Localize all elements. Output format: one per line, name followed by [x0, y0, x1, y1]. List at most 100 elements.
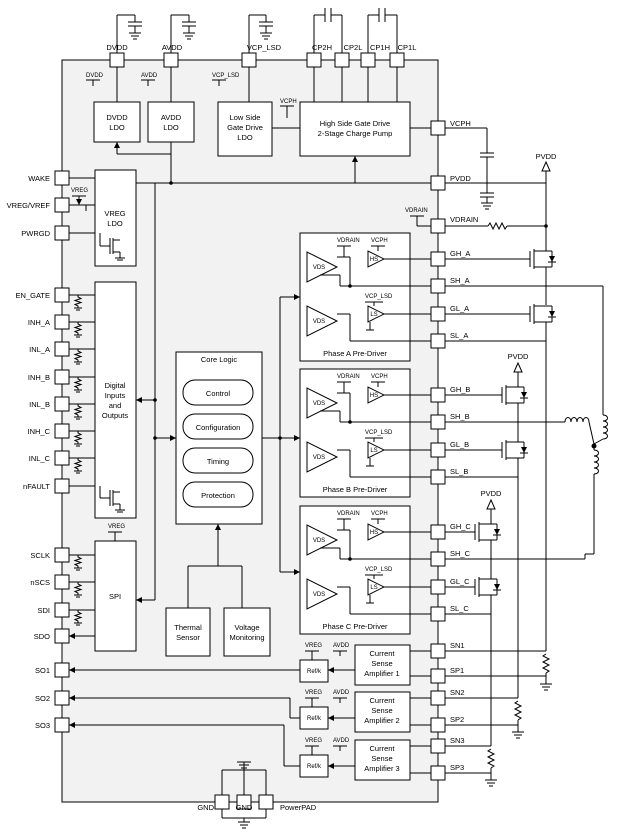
avdd-ldo-line1: AVDD — [161, 113, 182, 122]
pin-inl-a: INL_A — [29, 341, 95, 365]
dvdd-small-label: DVDD — [86, 73, 104, 79]
phase-b-vds-ls-label: VDS — [313, 455, 325, 461]
pin-inh-b: INH_B — [28, 369, 95, 393]
ls-ldo-block: VCP_LSD Low Side Gate Drive LDO — [212, 67, 273, 157]
csa3-line3: Amplifier 3 — [364, 764, 399, 773]
phase-b-predriver: Phase B Pre-Driver VDRAIN VCPH VDS HS VC… — [299, 368, 431, 498]
pvdd-arrow-c — [486, 498, 496, 510]
pin-inh-c: INH_C — [27, 423, 95, 447]
phase-b-vcp-lsd-label: VCP_LSD — [365, 430, 393, 436]
vreg-ldo-line2: LDO — [107, 219, 123, 228]
left-pin-label-so3: SO3 — [35, 721, 50, 730]
phase-a-ls-label: LS — [370, 312, 377, 318]
protection-label: Protection — [201, 491, 235, 500]
csa1-line2: Sense — [371, 659, 392, 668]
top-pin-label-cp2l: CP2L — [344, 43, 363, 52]
csa-2: VREG AVDD Ref/k Current Sense Amplifier … — [299, 690, 431, 733]
pin-pvdd: PVDD — [430, 174, 471, 191]
avdd-small-label: AVDD — [141, 73, 158, 79]
pin-sdi: SDI — [37, 602, 95, 626]
left-pin-label-sdo: SDO — [34, 632, 50, 641]
phase-c-ls-label: LS — [370, 585, 377, 591]
right-pin-label-gh-c: GH_C — [450, 522, 471, 531]
csa1-line1: Current — [369, 649, 395, 658]
supply-bus — [114, 142, 431, 185]
csa3-line2: Sense — [371, 754, 392, 763]
pin-nfault: nFAULT — [23, 478, 95, 494]
csa2-line1: Current — [369, 696, 395, 705]
left-pin-label-vreg-vref: VREG/VREF — [7, 201, 51, 210]
avdd-ldo-line2: LDO — [163, 123, 179, 132]
dvdd-ldo-line2: LDO — [109, 123, 125, 132]
ls-ldo-line3: LDO — [237, 133, 253, 142]
phase-a-vds-hs-label: VDS — [313, 265, 325, 271]
pin-inl-c: INL_C — [29, 450, 95, 474]
ls-ldo-line1: Low Side — [230, 113, 261, 122]
pvdd-ext-label-a: PVDD — [536, 152, 557, 161]
csa2-refk-label: Ref/k — [307, 716, 322, 722]
spi-block: VREG SPI — [94, 524, 137, 652]
phase-a-hs-label: HS — [370, 257, 378, 263]
vreg-ldo-block: VREG LDO — [94, 169, 137, 267]
pin-so2: SO2 — [35, 690, 300, 719]
voltage-monitoring-block: Voltage Monitoring — [223, 607, 271, 657]
pin-sl-a: SL_A — [430, 331, 468, 349]
left-pin-label-nfault: nFAULT — [23, 482, 50, 491]
control-block — [182, 379, 254, 406]
phase-c-hs-buffer — [367, 523, 386, 541]
right-pin-label-vcph: VCPH — [450, 119, 471, 128]
right-pins: VCPH PVDD VDRAIN GH_A SH_A GL_A SL_A GH_… — [430, 119, 478, 781]
pin-so1: SO1 — [35, 662, 300, 678]
pin-avdd: AVDD — [162, 14, 196, 68]
phase-c-predriver: Phase C Pre-Driver VDRAIN VCPH VDS HS VC… — [299, 505, 431, 635]
csa3-refk-label: Ref/k — [307, 764, 322, 770]
pin-dvdd: DVDD — [106, 14, 142, 68]
phase-c-hs-label: HS — [370, 530, 378, 536]
right-pin-label-sp1: SP1 — [450, 666, 464, 675]
phase-b-ls-buffer — [367, 441, 386, 459]
pin-gl-a: GL_A — [430, 304, 469, 322]
pin-sp3: SP3 — [430, 763, 464, 781]
left-pin-label-so1: SO1 — [35, 666, 50, 675]
pin-gl-c: GL_C — [430, 577, 470, 595]
left-pin-label-inh-c: INH_C — [27, 427, 50, 436]
csa2-line3: Amplifier 2 — [364, 716, 399, 725]
top-pin-label-cp2h: CP2H — [312, 43, 332, 52]
ls-ldo-line2: Gate Drive — [227, 123, 263, 132]
csa2-vreg-label: VREG — [305, 690, 322, 696]
phase-b-hs-label: HS — [370, 393, 378, 399]
bottom-pin-label-powerpad: PowerPAD — [280, 803, 317, 812]
csa1-avdd-label: AVDD — [333, 643, 350, 649]
core-to-phase-bus — [278, 294, 300, 575]
left-pin-label-inh-a: INH_A — [28, 318, 50, 327]
pin-en-gate: EN_GATE — [16, 287, 95, 311]
pin-sl-b: SL_B — [430, 467, 468, 485]
top-pins: DVDD AVDD VCP_LSD CP2H CP2L — [106, 8, 416, 68]
avdd-ldo-block: AVDD AVDD LDO — [141, 67, 195, 143]
phase-c-label: Phase C Pre-Driver — [322, 622, 388, 631]
csa-1: VREG AVDD Ref/k Current Sense Amplifier … — [299, 643, 431, 686]
phase-b-vcph-label: VCPH — [371, 374, 388, 380]
spi-vreg-small-label: VREG — [108, 524, 125, 530]
configuration-block — [182, 413, 254, 440]
pin-gh-b: GH_B — [430, 385, 470, 403]
phase-c-vds-ls-label: VDS — [313, 592, 325, 598]
phase-c-vcph-label: VCPH — [371, 511, 388, 517]
right-pin-label-sl-b: SL_B — [450, 467, 468, 476]
control-label: Control — [206, 389, 231, 398]
phase-b-ls-label: LS — [370, 448, 377, 454]
phase-a-vds-comparator-low — [306, 305, 339, 337]
pin-gh-c: GH_C — [430, 522, 471, 540]
pin-pwrgd: PWRGD — [21, 225, 95, 241]
pvdd-arrow-b — [513, 361, 523, 373]
right-pin-label-sn3: SN3 — [450, 736, 465, 745]
csa-3: VREG AVDD Ref/k Current Sense Amplifier … — [299, 738, 431, 781]
phase-a-vcp-lsd-label: VCP_LSD — [365, 294, 393, 300]
right-pin-label-gl-b: GL_B — [450, 440, 469, 449]
phase-b-vdrain-label: VDRAIN — [337, 374, 360, 380]
pin-sh-c: SH_C — [430, 549, 471, 567]
phase-c-vds-comparator-low — [306, 578, 339, 610]
pin-sh-a: SH_A — [430, 276, 470, 294]
thermal-line2: Sensor — [176, 633, 200, 642]
right-pin-label-sl-c: SL_C — [450, 604, 469, 613]
